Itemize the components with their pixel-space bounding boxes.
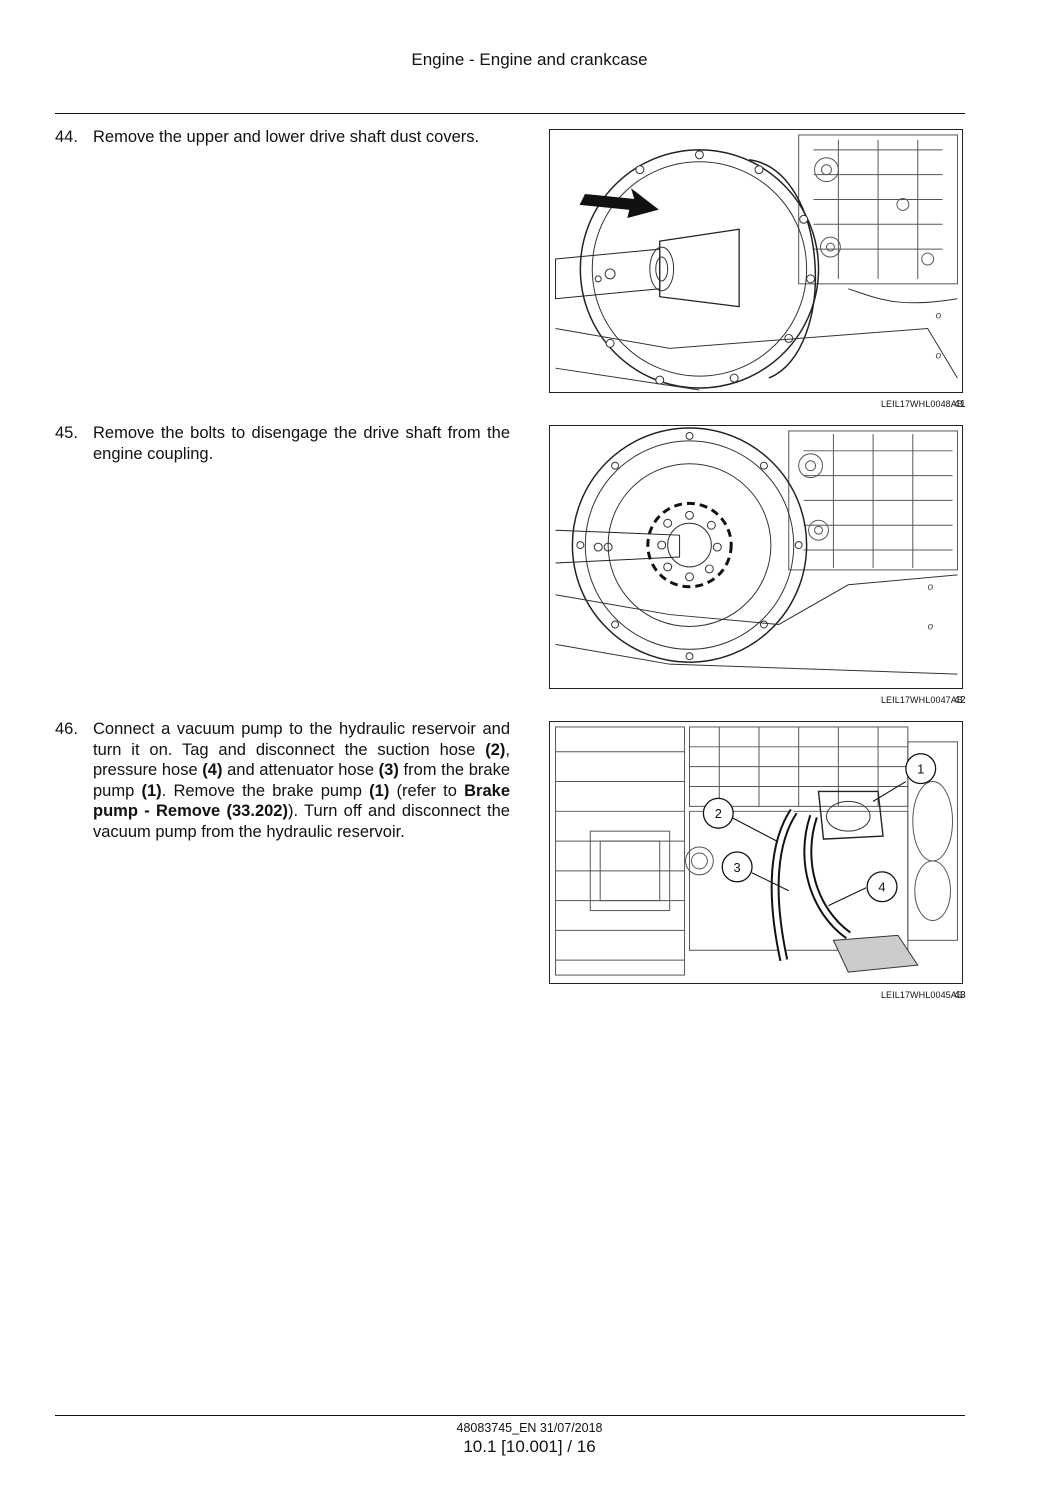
callout-2: 2	[715, 806, 722, 821]
callout-1: 1	[917, 762, 924, 777]
cross-reference-link[interactable]: Brake pump - Remove (33.202)	[93, 781, 511, 821]
callout-3: 3	[734, 860, 741, 875]
step-text: Remove the upper and lower drive shaft d…	[93, 128, 480, 146]
footer-rule	[55, 1415, 965, 1416]
step-number: 44.	[55, 128, 78, 146]
figure-number: 42	[954, 694, 966, 706]
step-45: 45. Remove the bolts to disengage the dr…	[55, 423, 510, 464]
figure-code: LEIL17WHL0048AB	[880, 399, 963, 409]
callout-4: 4	[878, 880, 885, 895]
figure-number: 43	[954, 989, 966, 1001]
step-number: 45.	[55, 424, 78, 442]
figure-41-illustration: o o	[549, 129, 963, 393]
figure-number: 41	[954, 398, 966, 410]
svg-text:o: o	[936, 350, 942, 361]
step-44: 44. Remove the upper and lower drive sha…	[55, 127, 510, 148]
step-text: Remove the bolts to disengage the drive …	[93, 424, 510, 463]
step-number: 46.	[55, 720, 78, 738]
svg-text:o: o	[928, 621, 934, 632]
document-id: 48083745_EN 31/07/2018	[456, 1421, 603, 1435]
figure-43-illustration: 1 2 3 4	[549, 721, 963, 984]
figure-42-illustration: o o	[549, 425, 963, 689]
svg-text:o: o	[936, 311, 942, 322]
page-title: Engine - Engine and crankcase	[411, 50, 648, 69]
step-text: Connect a vacuum pump to the hydraulic r…	[93, 720, 511, 841]
page-number: 10.1 [10.001] / 16	[463, 1437, 596, 1456]
step-46: 46. Connect a vacuum pump to the hydraul…	[55, 719, 510, 842]
header-rule	[55, 113, 965, 114]
figure-code: LEIL17WHL0047AB	[880, 695, 963, 705]
figure-code: LEIL17WHL0045AB	[880, 990, 963, 1000]
svg-text:o: o	[928, 582, 934, 593]
